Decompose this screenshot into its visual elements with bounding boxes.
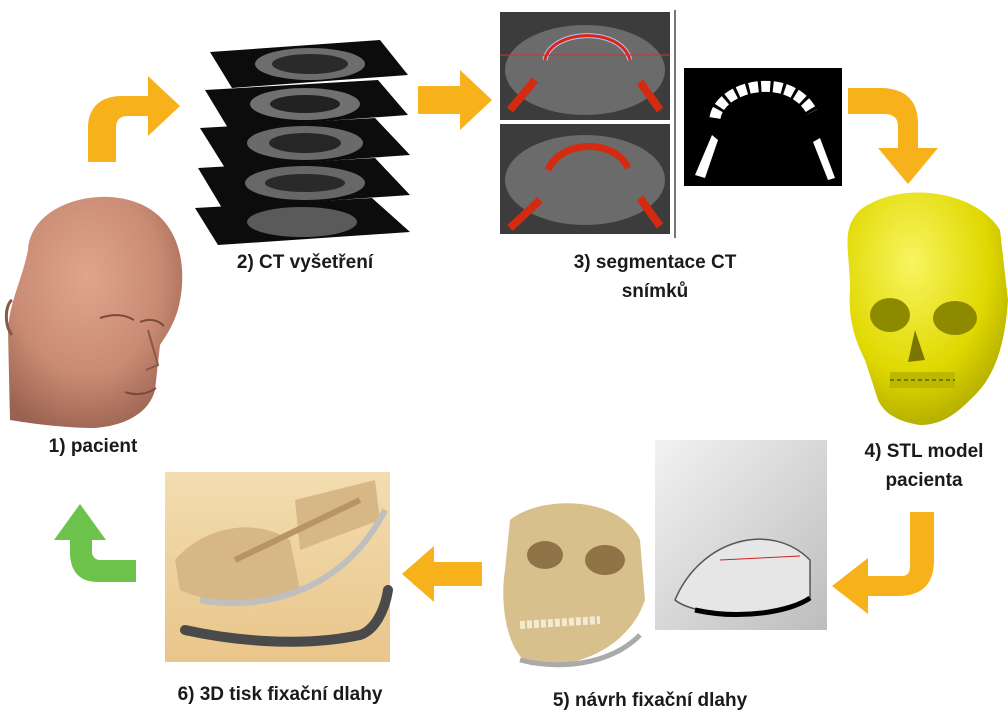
arrow-1-to-2 xyxy=(88,76,180,162)
step-6-label-line: 6) 3D tisk fixační dlahy xyxy=(140,680,420,709)
step-2-label: 2) CT vyšetření xyxy=(210,248,400,277)
step-4-label-line-2: pacienta xyxy=(844,466,1004,495)
plate-design-images xyxy=(490,440,827,678)
printed-plate-photo xyxy=(165,472,390,662)
step-4-label-line-1: 4) STL model xyxy=(844,437,1004,466)
arrow-5-to-6 xyxy=(402,546,482,602)
stl-skull-model-image xyxy=(848,193,1008,425)
step-3-label-line-2: snímků xyxy=(540,277,770,306)
step-3-label: 3) segmentace CT snímků xyxy=(540,248,770,307)
arrow-4-to-5 xyxy=(832,512,934,614)
arrow-3-to-4 xyxy=(848,88,938,184)
step-5-label: 5) návrh fixační dlahy xyxy=(500,686,800,715)
segmentation-images xyxy=(500,10,842,238)
patient-head-image xyxy=(6,197,182,428)
step-6-label: 6) 3D tisk fixační dlahy xyxy=(140,680,420,709)
step-1-label: 1) pacient xyxy=(18,432,168,461)
arrow-6-to-1 xyxy=(54,504,136,582)
ct-slices-image xyxy=(195,40,410,245)
step-4-label: 4) STL model pacienta xyxy=(844,437,1004,496)
step-1-label-line: 1) pacient xyxy=(18,432,168,461)
arrow-2-to-3 xyxy=(418,70,492,130)
step-2-label-line: 2) CT vyšetření xyxy=(210,248,400,277)
step-5-label-line: 5) návrh fixační dlahy xyxy=(500,686,800,715)
step-3-label-line-1: 3) segmentace CT xyxy=(540,248,770,277)
